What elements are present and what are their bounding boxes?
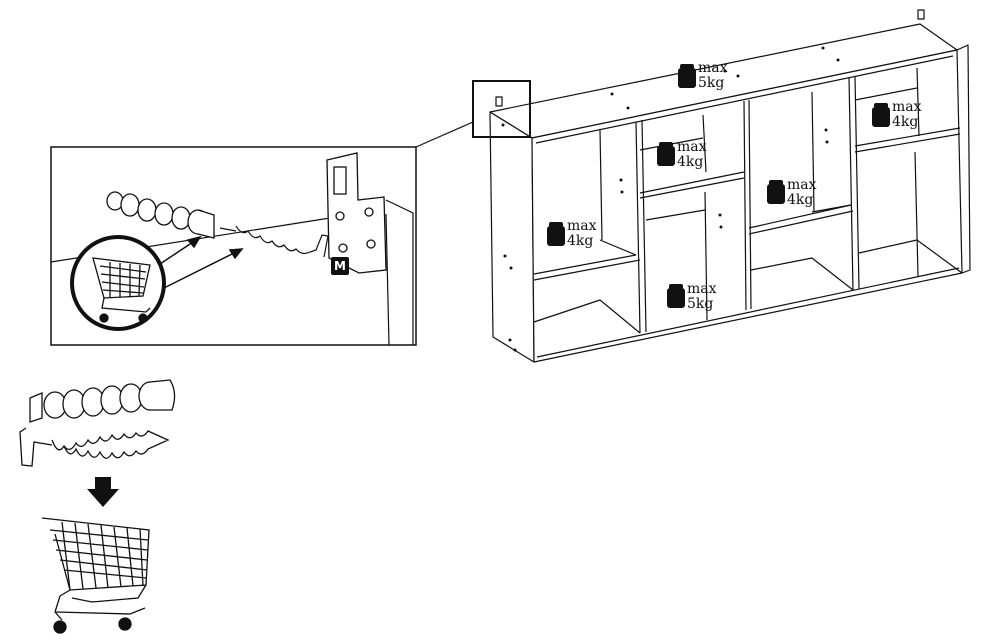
weight-icon [872,103,890,127]
callout-source-box [472,80,531,138]
shelf-holes [501,46,840,352]
down-arrow-icon [87,477,119,507]
weight-icon [657,142,675,166]
weight-icon [547,222,565,246]
cart-circle [70,235,166,331]
weight-icon [767,180,785,204]
shopping-cart-icon [92,257,151,323]
weight-icon [678,64,696,88]
shelf-unit [489,9,971,363]
hook-screw-icon [219,225,329,258]
callout-marker-badge: M [331,257,349,275]
wall-plug-icon [29,379,176,423]
weight-icon [667,284,685,308]
hook-screw-icon [19,427,170,467]
wall-plug-icon [106,191,215,239]
shopping-cart-icon [41,517,150,634]
